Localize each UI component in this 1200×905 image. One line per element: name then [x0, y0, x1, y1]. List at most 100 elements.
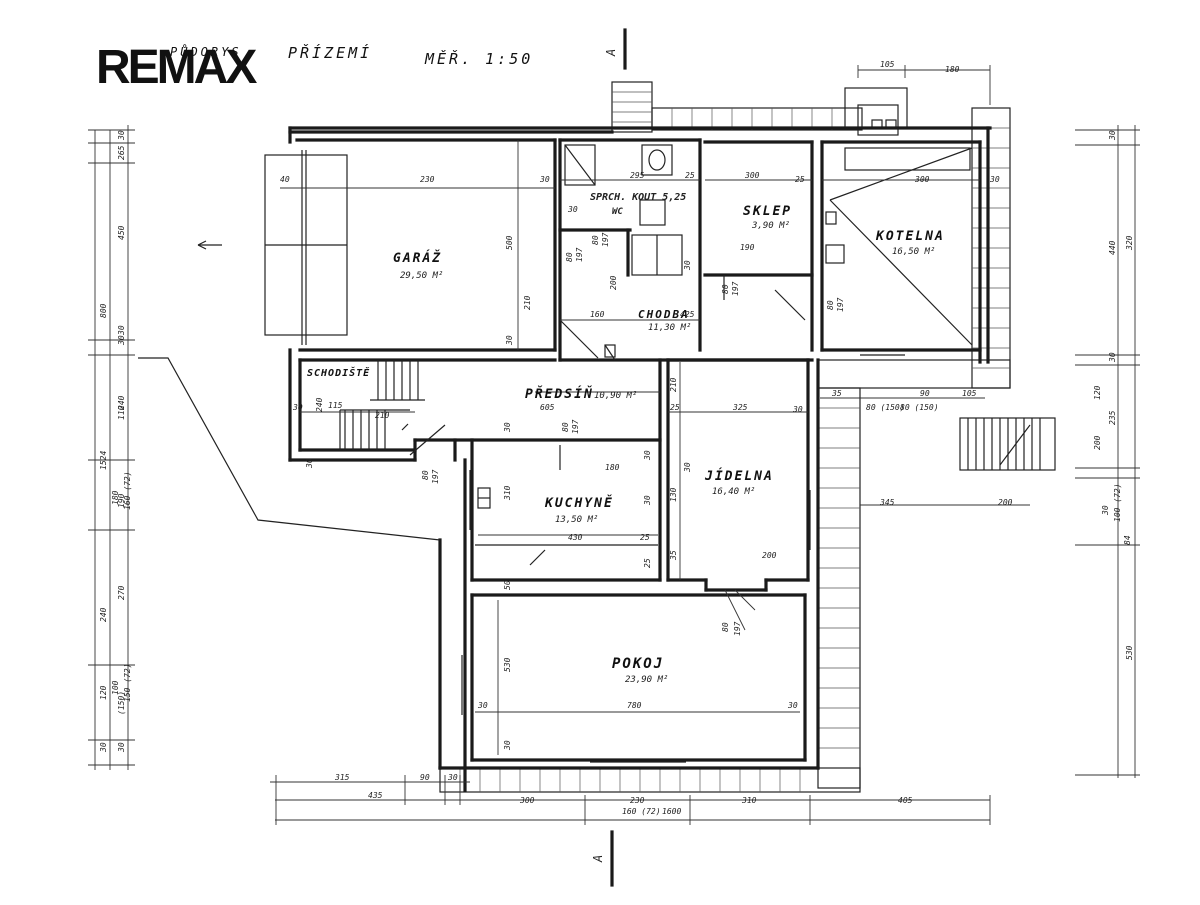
svg-text:310: 310 [503, 485, 512, 501]
room-schodiste: SCHODIŠTĚ [307, 365, 369, 379]
svg-text:120: 120 [99, 685, 108, 700]
svg-text:440: 440 [1108, 240, 1117, 255]
svg-text:200: 200 [1093, 435, 1102, 450]
room-chodba: CHODBA 11,30 M² [638, 308, 691, 333]
svg-text:100: 100 [111, 680, 120, 695]
svg-text:105: 105 [962, 389, 977, 398]
svg-text:180: 180 [945, 65, 960, 74]
svg-text:150 (72): 150 (72) [123, 663, 132, 702]
svg-text:197: 197 [733, 621, 742, 636]
svg-text:200: 200 [609, 275, 618, 290]
svg-text:25: 25 [685, 171, 695, 180]
svg-text:80: 80 [721, 284, 730, 294]
svg-text:30: 30 [505, 335, 514, 346]
svg-text:30: 30 [1101, 505, 1110, 516]
svg-text:30: 30 [1108, 130, 1117, 141]
room-pokoj: POKOJ 23,90 M² [612, 656, 668, 685]
svg-text:120: 120 [1093, 385, 1102, 400]
svg-text:210: 210 [523, 295, 532, 310]
svg-text:130: 130 [669, 487, 678, 502]
svg-text:197: 197 [431, 469, 440, 484]
svg-text:30: 30 [643, 450, 652, 461]
svg-text:270: 270 [117, 585, 126, 600]
svg-text:25: 25 [640, 533, 650, 542]
svg-text:780: 780 [627, 701, 642, 710]
svg-text:25: 25 [670, 403, 680, 412]
svg-text:11,30 M²: 11,30 M² [648, 323, 691, 333]
svg-text:240: 240 [117, 395, 126, 410]
plan-header: PŮDORYS PŘÍZEMÍ MĚŘ. 1:50 [170, 43, 533, 68]
svg-text:29,50 M²: 29,50 M² [400, 271, 443, 281]
svg-text:197: 197 [731, 281, 740, 296]
svg-text:197: 197 [575, 247, 584, 262]
svg-text:30: 30 [117, 325, 126, 336]
svg-text:30: 30 [539, 175, 550, 184]
svg-text:30: 30 [989, 175, 1000, 184]
svg-text:200: 200 [762, 551, 777, 560]
svg-text:197: 197 [836, 297, 845, 312]
svg-text:30: 30 [503, 422, 512, 433]
svg-text:80: 80 [565, 252, 574, 262]
svg-text:320: 320 [1125, 235, 1134, 251]
svg-text:16,40 M²: 16,40 M² [712, 487, 755, 497]
remax-logo: REMAX [96, 41, 257, 94]
svg-text:295: 295 [630, 171, 645, 180]
svg-text:30: 30 [117, 130, 126, 141]
section-mark-bottom: A [591, 830, 614, 887]
svg-text:230: 230 [420, 175, 435, 184]
svg-text:30: 30 [567, 205, 578, 214]
svg-text:CHODBA: CHODBA [638, 308, 690, 321]
svg-text:315: 315 [334, 773, 350, 782]
svg-text:POKOJ: POKOJ [612, 656, 664, 672]
svg-text:190: 190 [740, 243, 755, 252]
svg-text:325: 325 [732, 403, 748, 412]
svg-text:300: 300 [519, 796, 535, 805]
svg-text:450: 450 [117, 225, 126, 240]
svg-text:SPRCH. KOUT 5,25: SPRCH. KOUT 5,25 [590, 192, 686, 203]
svg-text:KUCHYNĚ: KUCHYNĚ [544, 495, 614, 511]
svg-text:80: 80 [826, 300, 835, 310]
svg-text:110: 110 [117, 405, 126, 420]
svg-text:530: 530 [1125, 645, 1134, 660]
section-mark-top: A [604, 28, 627, 70]
svg-text:115: 115 [328, 401, 343, 410]
svg-text:530: 530 [503, 657, 512, 672]
svg-text:405: 405 [898, 796, 913, 805]
svg-text:1600: 1600 [662, 807, 681, 816]
svg-text:240: 240 [315, 397, 324, 412]
svg-text:210: 210 [669, 377, 678, 392]
svg-text:30: 30 [117, 742, 126, 753]
svg-text:16,50 M²: 16,50 M² [892, 247, 935, 257]
title-floor: PŘÍZEMÍ [288, 43, 372, 62]
svg-text:23,90 M²: 23,90 M² [625, 675, 668, 685]
svg-text:(150): (150) [117, 691, 126, 715]
svg-text:30: 30 [99, 742, 108, 753]
svg-text:30: 30 [683, 462, 692, 473]
svg-text:500: 500 [505, 235, 514, 250]
svg-text:210: 210 [375, 411, 390, 420]
title-scale: MĚŘ. 1:50 [424, 49, 533, 68]
svg-text:800: 800 [99, 303, 108, 318]
dimension-texts: 105 180 40 230 30 500 210 30 295 25 30 3… [99, 60, 1134, 816]
svg-text:SKLEP: SKLEP [743, 204, 792, 219]
svg-text:30: 30 [305, 458, 314, 469]
svg-text:25: 25 [643, 558, 652, 568]
svg-text:30: 30 [787, 701, 798, 710]
svg-text:435: 435 [368, 791, 383, 800]
svg-text:35: 35 [831, 389, 842, 398]
svg-text:310: 310 [741, 796, 757, 805]
svg-text:84: 84 [1123, 535, 1132, 545]
svg-text:80 (150): 80 (150) [866, 403, 905, 412]
svg-text:605: 605 [540, 403, 555, 412]
svg-text:30: 30 [503, 740, 512, 751]
svg-text:10,90 M²: 10,90 M² [594, 391, 637, 401]
title-prefix: PŮDORYS [170, 44, 242, 59]
svg-text:300: 300 [914, 175, 930, 184]
svg-text:A: A [604, 49, 618, 57]
svg-text:30: 30 [792, 405, 803, 414]
